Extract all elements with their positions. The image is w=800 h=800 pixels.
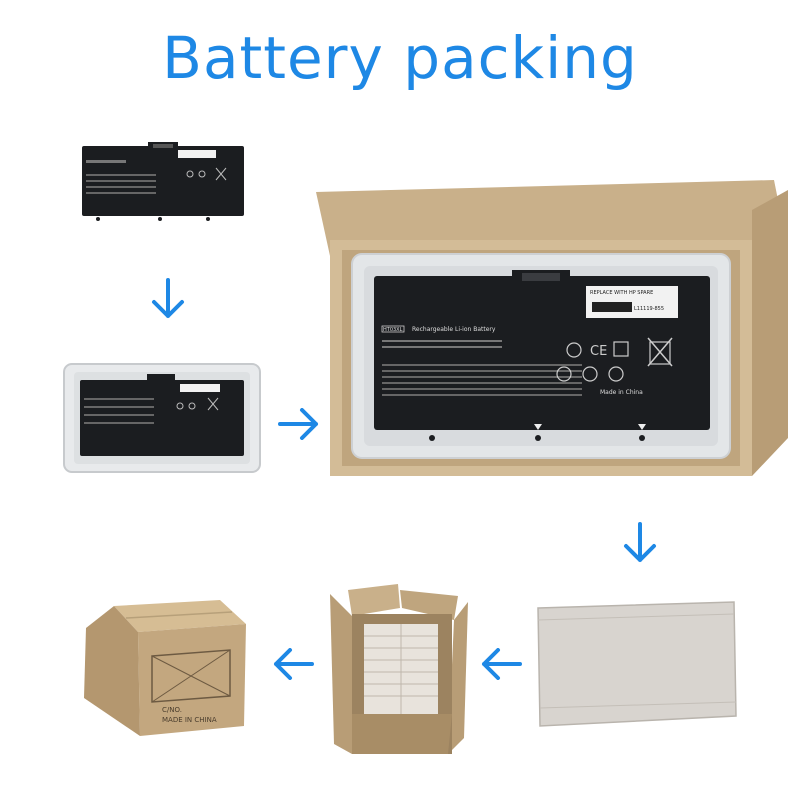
closed-mailer-box-image [530, 598, 740, 732]
battery-in-open-box-image: REPLACE WITH HP SPARE L11119-855 HT03XL … [312, 180, 792, 490]
battery-made-in-label: Made in China [600, 389, 643, 396]
svg-text:CE: CE [590, 344, 607, 359]
battery-part-label: L11119-855 [634, 306, 664, 312]
carton-made-in-label: MADE IN CHINA [162, 716, 217, 724]
sealed-shipping-carton-image: C/NO. MADE IN CHINA [80, 598, 250, 738]
carton-cno-label: C/NO. [162, 706, 182, 714]
open-shipping-carton-image [328, 584, 470, 764]
page-title: Battery packing [162, 24, 638, 92]
battery-model-label: HT03XL [383, 327, 403, 333]
battery-type-label: Rechargeable Li-ion Battery [412, 326, 496, 333]
arrow-down-icon [622, 522, 658, 564]
arrow-left-icon [272, 648, 314, 680]
battery-replace-label: REPLACE WITH HP SPARE [590, 290, 653, 296]
battery-in-tray-image [62, 362, 262, 474]
arrow-down-icon [150, 278, 186, 320]
arrow-left-icon [480, 648, 522, 680]
bare-battery-image [78, 140, 248, 222]
arrow-right-icon [278, 408, 320, 440]
